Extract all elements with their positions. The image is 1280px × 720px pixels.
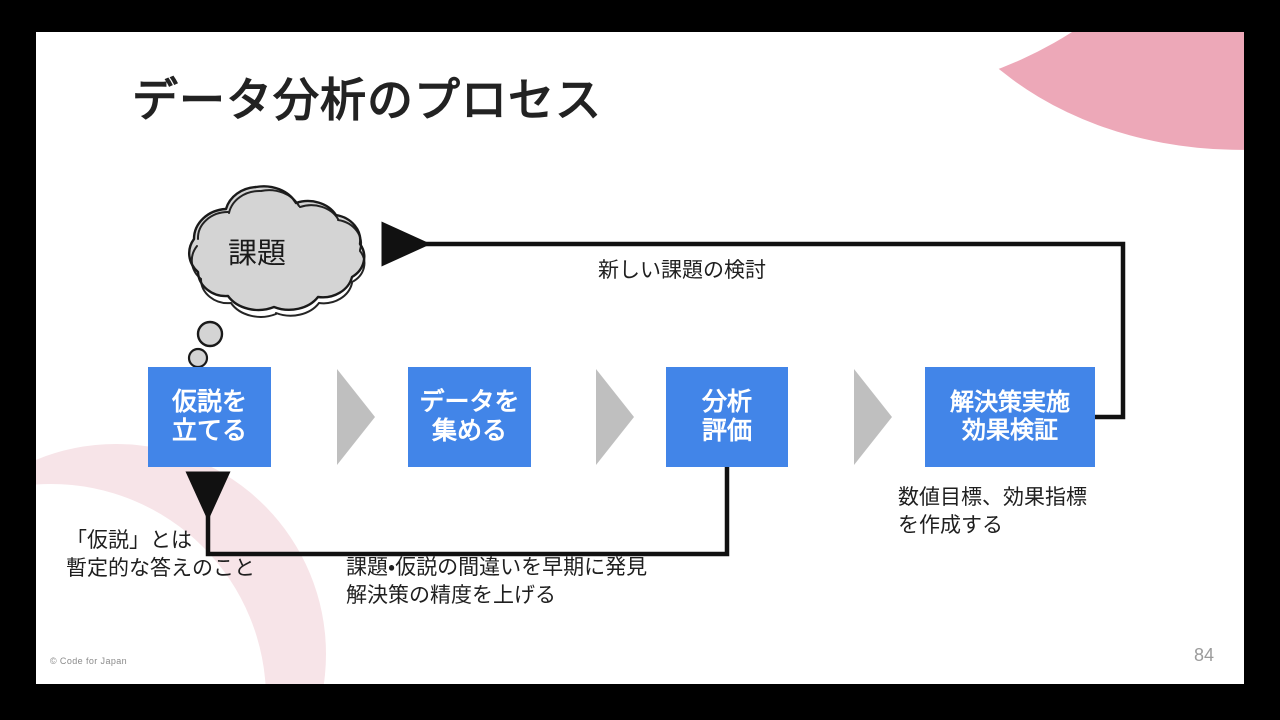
- process-step-line2: 立てる: [171, 417, 247, 445]
- note-hypothesis-line2: 暫定的な答えのこと: [66, 557, 255, 581]
- page-number: 84: [1193, 645, 1214, 665]
- cloud-shape-icon: [184, 185, 366, 382]
- thought-bubble-large: [196, 320, 224, 348]
- note-kpi-line1: 数値目標、効果指標: [898, 486, 1087, 509]
- chevron-right-icon-3: [854, 369, 892, 465]
- note-new-issue: 新しい課題の検討: [598, 259, 766, 282]
- process-step-line1: データを: [419, 388, 520, 416]
- note-kpi-metrics: 数値目標、効果指標 を作成する: [898, 484, 1087, 541]
- thought-bubble-medium: [187, 347, 209, 369]
- process-step-collect-data[interactable]: データを 集める: [408, 367, 531, 467]
- note-feedback-line1: 課題・仮説の間違いを早期に発見: [346, 556, 648, 579]
- cloud-label: 課題: [227, 238, 286, 270]
- process-step-line1: 仮説を: [171, 388, 247, 416]
- note-kpi-line2: を作成する: [898, 514, 1003, 538]
- page-title: データ分析のプロセス: [132, 74, 602, 126]
- pink-corner-mask-top-right: [749, 32, 1199, 144]
- process-step-analyze-evaluate[interactable]: 分析 評価: [666, 367, 788, 467]
- process-step-line1: 解決策実施: [950, 389, 1070, 417]
- process-step-line2: 集める: [431, 417, 507, 445]
- slide-canvas: データ分析のプロセス: [36, 32, 1244, 684]
- process-step-line2: 評価: [701, 417, 752, 445]
- pink-corner-decoration-top-right: [905, 32, 1244, 196]
- process-step-line1: 分析: [701, 388, 752, 416]
- issue-cloud-group: 課題: [132, 182, 402, 382]
- note-feedback-line2: 解決策の精度を上げる: [346, 584, 556, 608]
- pink-corner-mask-bottom-left: [36, 484, 266, 684]
- arrow-feedback-loop: [185, 467, 730, 557]
- note-hypothesis-line1: 「仮説」とは: [66, 529, 192, 552]
- chevron-right-icon-2: [596, 369, 634, 465]
- process-step-line2: 効果検証: [962, 417, 1058, 444]
- note-hypothesis-definition: 「仮説」とは 暫定的な答えのこと: [66, 527, 255, 584]
- process-step-hypothesis[interactable]: 仮説を 立てる: [148, 367, 271, 467]
- process-step-implement-verify[interactable]: 解決策実施 効果検証: [925, 367, 1095, 467]
- chevron-right-icon-1: [337, 369, 375, 465]
- note-feedback-benefit: 課題・仮説の間違いを早期に発見 解決策の精度を上げる: [346, 554, 647, 611]
- footer-credit: © Code for Japan: [50, 656, 128, 666]
